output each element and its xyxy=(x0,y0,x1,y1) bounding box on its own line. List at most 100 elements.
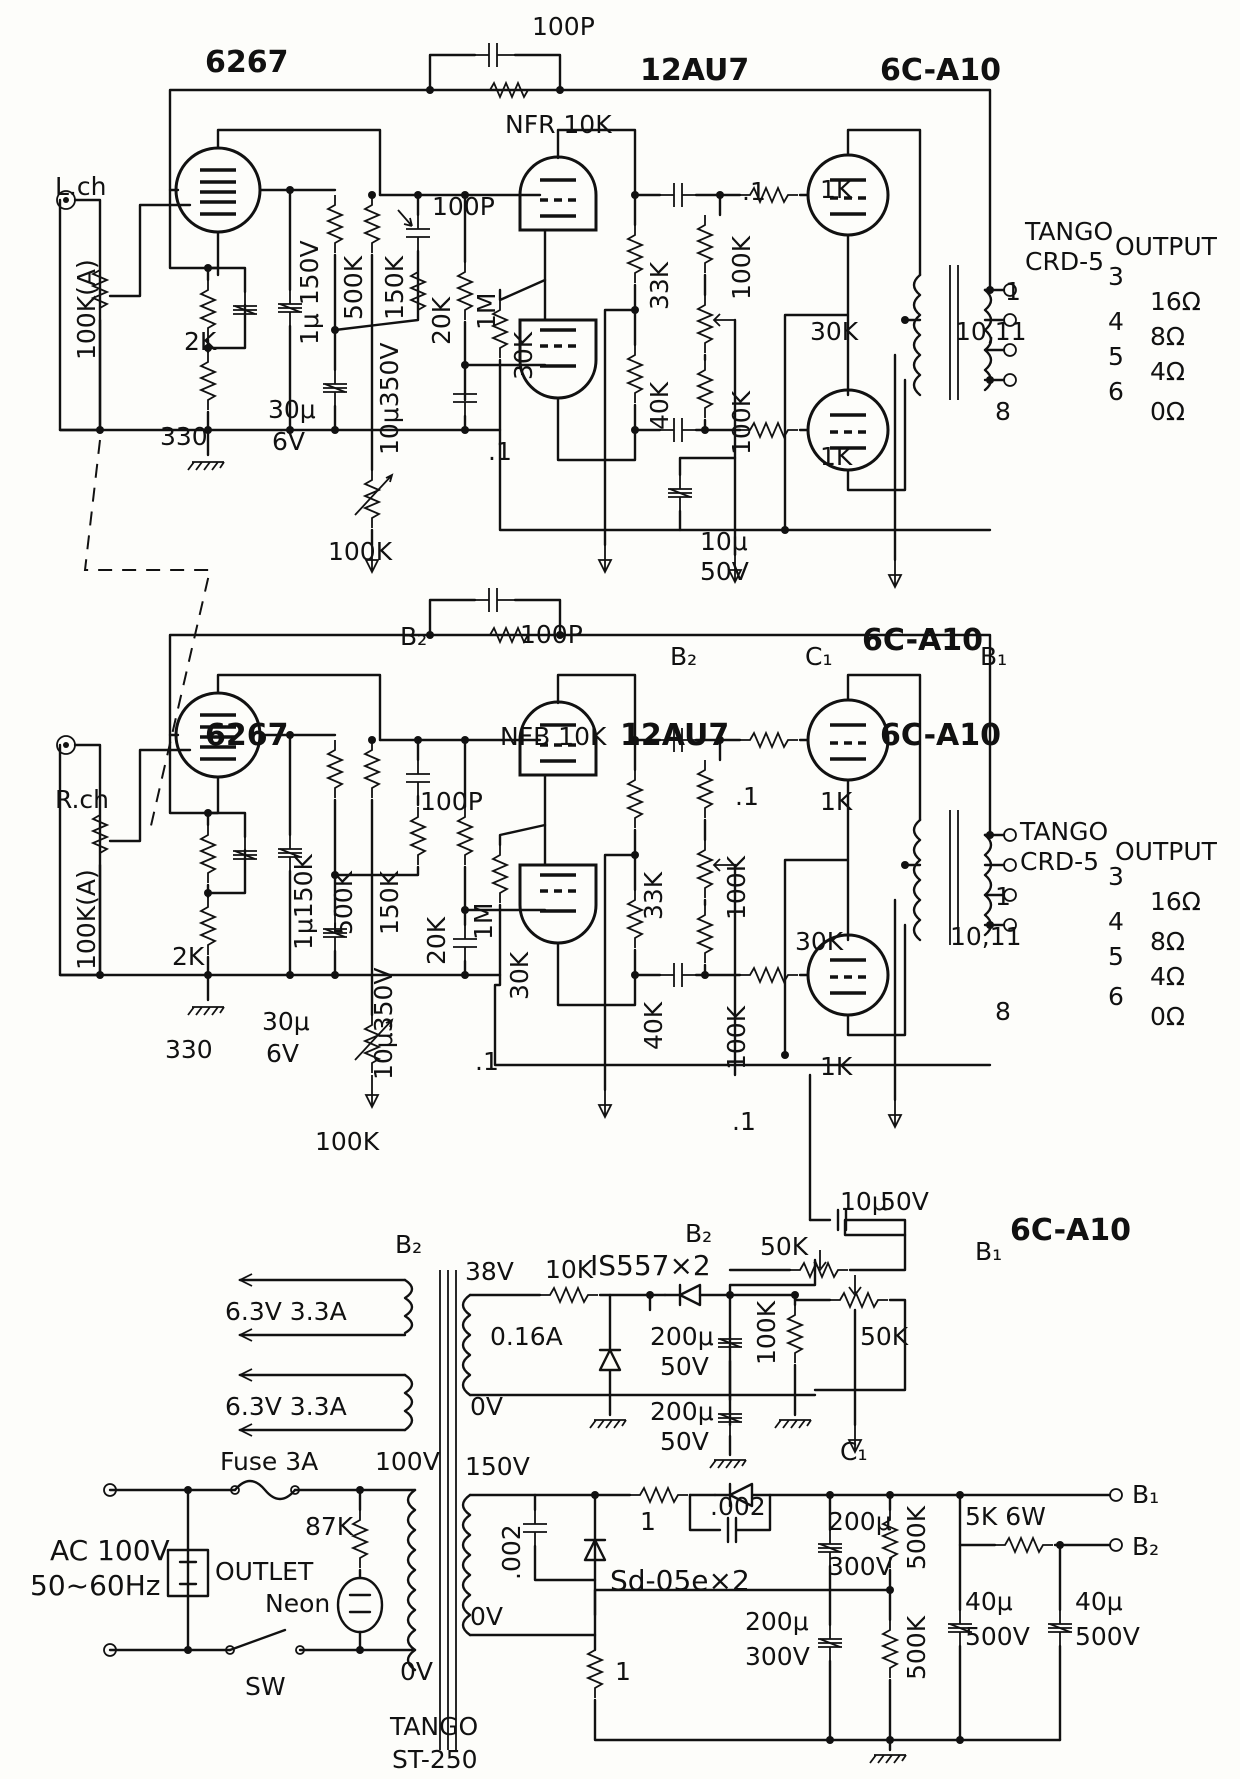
tube-6267-left-icon xyxy=(174,146,262,234)
label-ohm8-right: 8Ω xyxy=(1150,927,1185,956)
label-c30u-left: 30μ xyxy=(268,395,316,424)
label-c1-ps: C₁ xyxy=(840,1437,867,1466)
label-tube1-right: 6267 xyxy=(205,718,289,753)
label-tube2-left: 12AU7 xyxy=(640,53,749,88)
label-bias-zero: 0V xyxy=(470,1392,503,1421)
label-nf-cap-right: 100P xyxy=(520,620,583,649)
label-c01a-right: .1 xyxy=(735,782,759,811)
label-r30k-left: 30K xyxy=(509,331,538,380)
label-c6v-left: 6V xyxy=(272,427,305,456)
label-r1a: 1 xyxy=(640,1507,656,1536)
label-ohm0-left: 0Ω xyxy=(1150,397,1185,426)
power-switch[interactable] xyxy=(228,1628,287,1652)
tube-12au7-left-icon xyxy=(518,155,598,232)
label-hv-winding: 150V xyxy=(465,1452,530,1481)
label-output-right: OUTPUT xyxy=(1115,837,1218,866)
label-heater2: 6.3V 3.3A xyxy=(225,1392,347,1421)
label-pot50k-a: 50K xyxy=(760,1232,809,1261)
label-r1ka-left: 1K xyxy=(820,175,853,204)
label-bias-current: 0.16A xyxy=(490,1322,563,1351)
label-nf-res-left: NFR 10K xyxy=(505,110,612,139)
fuse-icon xyxy=(233,1479,297,1501)
label-r1m-right: 1M xyxy=(469,903,498,940)
label-tap5-left: 5 xyxy=(1108,342,1124,371)
label-tap1011-left: 10,11 xyxy=(955,317,1027,346)
label-c200u-a: 200μ xyxy=(650,1322,714,1351)
label-r500k-right: 500K xyxy=(329,870,358,935)
label-tube4-right: 6C-A10 xyxy=(1010,1213,1131,1248)
label-r33k-left: 33K xyxy=(645,261,674,310)
label-c500v-b: 500V xyxy=(1075,1622,1140,1651)
label-b1-left: B₁ xyxy=(980,642,1007,671)
label-c10u-left: 10μ350V xyxy=(375,342,404,455)
label-pot50k-b: 50K xyxy=(860,1322,909,1351)
label-tap1-right: 1 xyxy=(995,882,1011,911)
label-r1b: 1 xyxy=(615,1657,631,1686)
label-c50v-a: 50V xyxy=(660,1352,709,1381)
label-r500k-left: 500K xyxy=(339,255,368,320)
label-c10u50-left: 10μ xyxy=(700,527,748,556)
label-c01-left: .1 xyxy=(488,437,512,466)
neon-lamp-icon xyxy=(336,1576,384,1634)
label-pot30k-left: 30K xyxy=(810,317,859,346)
rectifier-diode-icon xyxy=(713,1482,832,1508)
label-c200u-c: 200μ xyxy=(828,1507,892,1536)
label-transformer-model-ps: ST-250 xyxy=(392,1745,478,1774)
label-c50v-b: 50V xyxy=(660,1427,709,1456)
label-pot30k-right: 30K xyxy=(795,927,844,956)
label-r500k-b: 500K xyxy=(902,1615,931,1680)
label-c50v-ps: 50V xyxy=(880,1187,929,1216)
label-r10k: 10K xyxy=(545,1255,594,1284)
label-volume-right: 100K(A) xyxy=(72,869,101,970)
label-c01b-right: .1 xyxy=(732,1107,756,1136)
label-tap1011-right: 10,11 xyxy=(950,922,1022,951)
label-sw: SW xyxy=(245,1672,286,1701)
label-tap1-left: 1 xyxy=(1005,277,1021,306)
label-ohm16-left: 16Ω xyxy=(1150,287,1201,316)
label-r1m-left: 1M xyxy=(472,293,501,330)
label-b2a-right: B₂ xyxy=(395,1230,422,1259)
label-r500k-a: 500K xyxy=(902,1505,931,1570)
label-c1u-right: 1μ150K xyxy=(289,853,318,950)
label-b2a-left: B₂ xyxy=(400,622,427,651)
label-tap8-right: 8 xyxy=(995,997,1011,1026)
label-transformer-left: TANGO xyxy=(1024,217,1113,246)
label-r33k-right: 33K xyxy=(639,871,668,920)
label-hv-zero: 0V xyxy=(470,1602,503,1631)
label-r150k-left: 150K xyxy=(380,255,409,320)
label-c300v-c: 300V xyxy=(828,1552,893,1581)
label-c200u-b: 200μ xyxy=(650,1397,714,1426)
label-c01-right: .1 xyxy=(475,1047,499,1076)
label-tube2-right: 12AU7 xyxy=(620,718,729,753)
label-r1kb-right: 1K xyxy=(820,1052,853,1081)
label-r20k-left: 20K xyxy=(427,296,456,345)
label-r100kb-left: 100K xyxy=(727,390,756,455)
label-cap100p-right: 100P xyxy=(420,787,483,816)
label-c500v-a: 500V xyxy=(965,1622,1030,1651)
label-rectifiers: Sd-05e×2 xyxy=(610,1564,750,1597)
label-r5k: 5K 6W xyxy=(965,1502,1046,1531)
label-c40u-a: 40μ xyxy=(965,1587,1013,1616)
label-ohm16-right: 16Ω xyxy=(1150,887,1201,916)
label-c10u-ps: 10μ xyxy=(840,1187,888,1216)
label-r100k-ps: 100K xyxy=(752,1300,781,1365)
label-tube4-left: 6C-A10 xyxy=(862,623,983,658)
label-nf-res-right: NFB 10K xyxy=(500,722,607,751)
label-diodes: IS557×2 xyxy=(590,1249,711,1282)
label-b2-ps: B₂ xyxy=(1132,1532,1159,1561)
right-channel xyxy=(56,588,1017,1128)
label-r330-left: 330 xyxy=(160,422,208,451)
label-c002-b: .002 xyxy=(710,1492,766,1521)
label-tap3-right: 3 xyxy=(1108,862,1124,891)
label-tap8-left: 8 xyxy=(995,397,1011,426)
label-b1-ps: B₁ xyxy=(1132,1480,1159,1509)
label-tube3-right: 6C-A10 xyxy=(880,718,1001,753)
label-c002-a: .002 xyxy=(497,1524,526,1580)
label-c40u-b: 40μ xyxy=(1075,1587,1123,1616)
label-r40k-right: 40K xyxy=(639,1001,668,1050)
pot-100k-left xyxy=(364,469,380,529)
label-ohm4-left: 4Ω xyxy=(1150,357,1185,386)
diode-is557-icon xyxy=(663,1283,702,1307)
label-b2b-left: B₂ xyxy=(670,642,697,671)
label-primary: 100V xyxy=(375,1447,440,1476)
